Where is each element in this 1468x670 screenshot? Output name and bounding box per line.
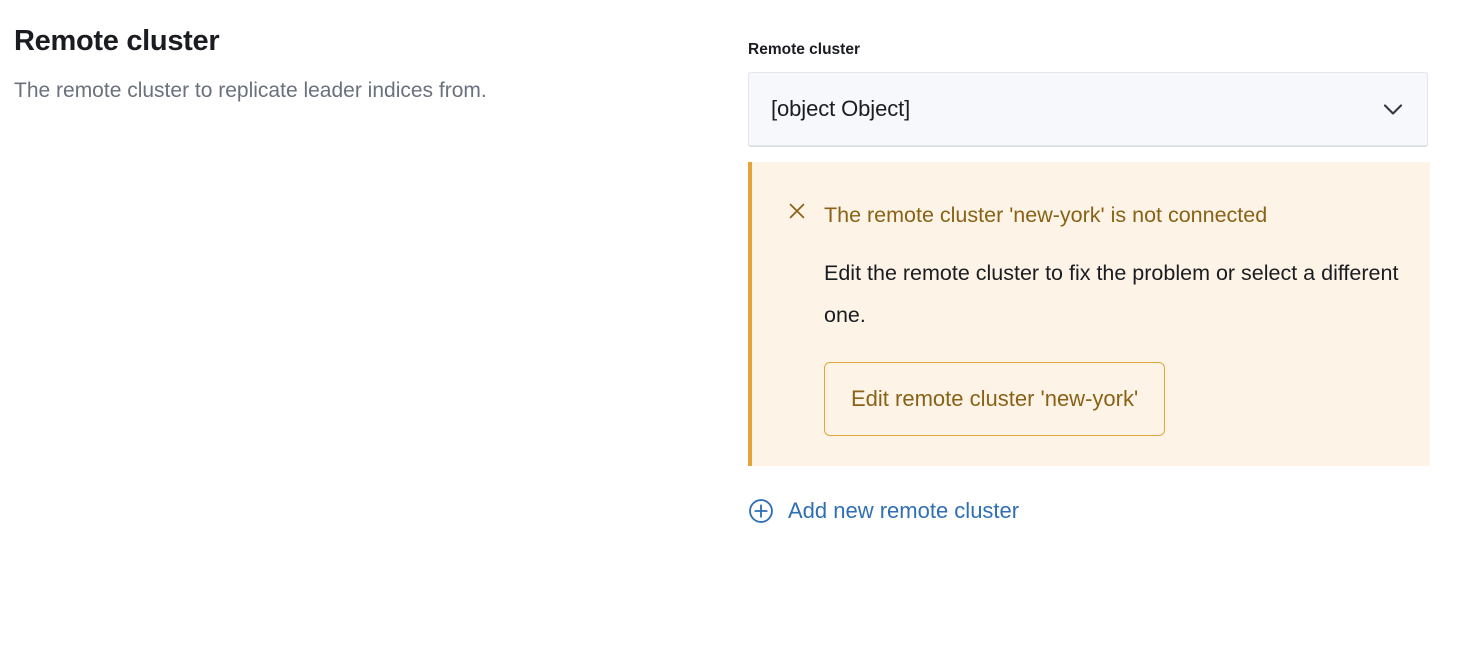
plus-in-circle-icon [749,499,773,523]
remote-cluster-field-label: Remote cluster [748,41,860,58]
callout-body-text: Edit the remote cluster to fix the probl… [824,261,1399,327]
page-title: Remote cluster [14,25,220,57]
add-new-remote-cluster-label: Add new remote cluster [788,498,1020,523]
not-connected-callout: The remote cluster 'new-york' is not con… [748,162,1430,466]
section-description-column: Remote cluster The remote cluster to rep… [14,24,704,105]
cross-icon [789,203,805,219]
callout-title: The remote cluster 'new-york' is not con… [824,203,1268,227]
add-new-remote-cluster-link[interactable]: Add new remote cluster [748,498,1019,524]
chevron-down-icon [1383,104,1403,115]
section-description: The remote cluster to replicate leader i… [14,79,487,102]
form-column: Remote cluster [object Object] The remot… [748,40,1430,529]
callout-header: The remote cluster 'new-york' is not con… [786,194,1406,236]
remote-cluster-select-value: [object Object] [771,96,911,121]
edit-remote-cluster-button[interactable]: Edit remote cluster 'new-york' [824,362,1166,436]
remote-cluster-select[interactable]: [object Object] [748,72,1428,146]
